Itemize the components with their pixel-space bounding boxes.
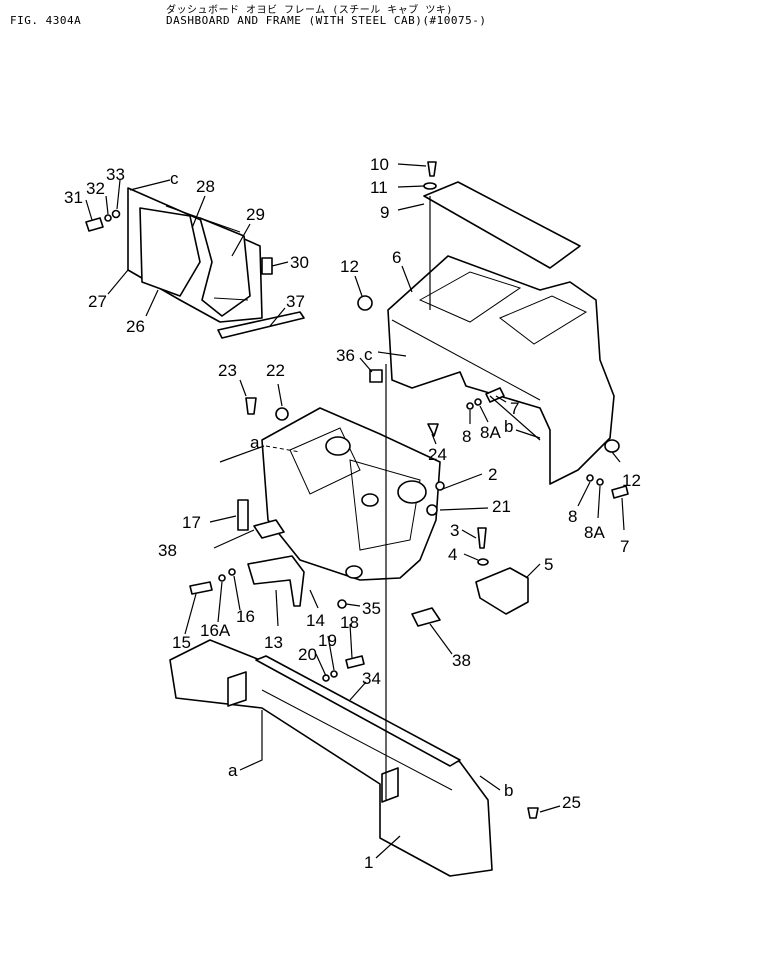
- callout-33: 33: [106, 165, 125, 184]
- cover-plate: [423, 161, 581, 269]
- callout-8A-right: 8A: [584, 523, 605, 542]
- title-japanese: ダッシュボード オヨビ フレーム (スチール キャブ ツキ): [166, 5, 453, 16]
- callout-17: 17: [182, 513, 201, 532]
- callout-23: 23: [218, 361, 237, 380]
- callout-16: 16: [236, 607, 255, 626]
- callout-c-top: c: [170, 169, 179, 188]
- callout-37: 37: [286, 292, 305, 311]
- callout-32: 32: [86, 179, 105, 198]
- callout-29: 29: [246, 205, 265, 224]
- callout-8-right: 8: [568, 507, 577, 526]
- callout-6: 6: [392, 248, 401, 267]
- upper-frame: [357, 255, 615, 485]
- callout-25: 25: [562, 793, 581, 812]
- callout-27: 27: [88, 292, 107, 311]
- callout-a-bottom: a: [228, 761, 238, 780]
- callout-21: 21: [492, 497, 511, 516]
- callout-4: 4: [448, 545, 457, 564]
- dashboard: [169, 639, 539, 877]
- callout-a-top: a: [250, 433, 260, 452]
- callout-5: 5: [544, 555, 553, 574]
- callout-34: 34: [362, 669, 381, 688]
- leader-lines: [85, 163, 625, 859]
- figure-number: FIG. 4304A: [10, 14, 82, 27]
- callout-16A: 16A: [200, 621, 231, 640]
- callout-22: 22: [266, 361, 285, 380]
- left-small-parts: [189, 499, 347, 609]
- right-small-parts: [322, 387, 629, 682]
- callout-2: 2: [488, 465, 497, 484]
- callout-24: 24: [428, 445, 447, 464]
- callout-1: 1: [364, 853, 373, 872]
- callout-18: 18: [340, 613, 359, 632]
- diagram-title: DASHBOARD AND FRAME (WITH STEEL CAB)(#10…: [166, 14, 487, 27]
- callout-10: 10: [370, 155, 389, 174]
- callout-36: 36: [336, 346, 355, 365]
- callout-30: 30: [290, 253, 309, 272]
- callout-12-top: 12: [340, 257, 359, 276]
- callout-35: 35: [362, 599, 381, 618]
- callout-b-top: b: [504, 417, 513, 436]
- callout-31: 31: [64, 188, 83, 207]
- callout-38-right: 38: [452, 651, 471, 670]
- callout-3: 3: [450, 521, 459, 540]
- callout-12-right: 12: [622, 471, 641, 490]
- callout-b-bottom: b: [504, 781, 513, 800]
- callout-19: 19: [318, 631, 337, 650]
- callout-13: 13: [264, 633, 283, 652]
- callout-8A-top: 8A: [480, 423, 501, 442]
- callout-28: 28: [196, 177, 215, 196]
- callout-c-mid: c: [364, 345, 373, 364]
- callout-26: 26: [126, 317, 145, 336]
- callout-9: 9: [380, 203, 389, 222]
- callout-14: 14: [306, 611, 325, 630]
- callout-7-right: 7: [620, 537, 629, 556]
- console-frame: [245, 397, 445, 581]
- callout-7-top: 7: [510, 399, 519, 418]
- callout-8-top: 8: [462, 427, 471, 446]
- callout-38-left: 38: [158, 541, 177, 560]
- callout-labels: 31 32 33 c 28 29 30 37 27 26 10 11 9 12 …: [64, 155, 641, 872]
- callout-15: 15: [172, 633, 191, 652]
- callout-20: 20: [298, 645, 317, 664]
- side-panel-assembly: [85, 187, 305, 339]
- callout-11: 11: [370, 178, 388, 197]
